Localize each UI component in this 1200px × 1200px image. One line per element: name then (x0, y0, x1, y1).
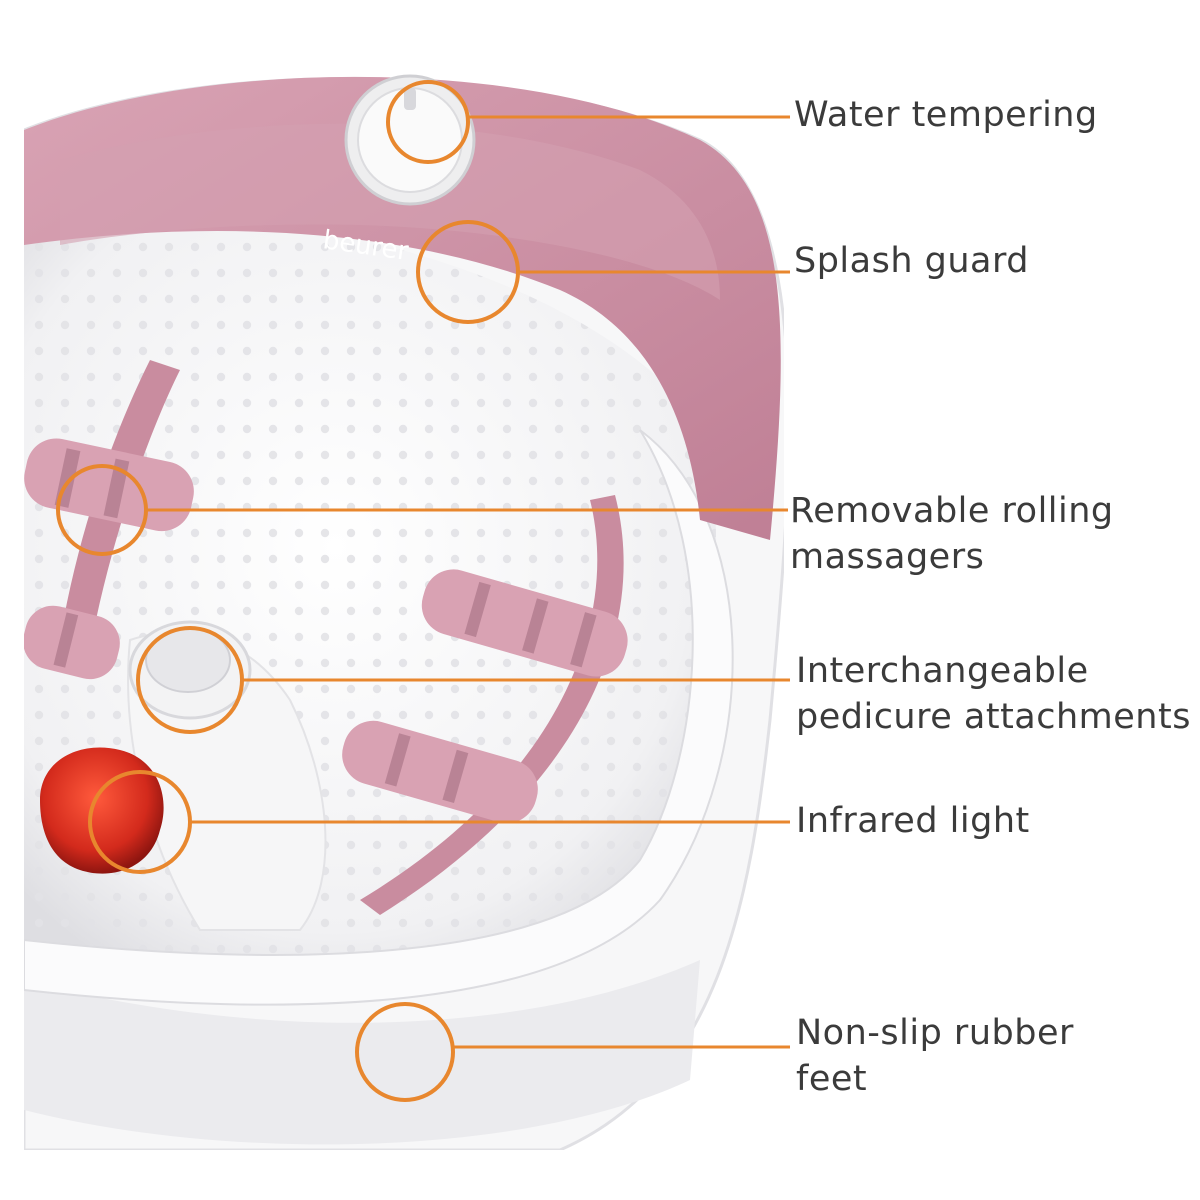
callout-leaders (146, 115, 790, 1049)
label-water-tempering: Water tempering (794, 95, 1098, 135)
basin-rim (24, 429, 734, 1006)
callout-circle-icon-infrared-light (88, 770, 192, 874)
label-rolling-massagers: Removable rolling massagers (790, 491, 1114, 577)
callout-circles (56, 80, 520, 1102)
infrared-light (40, 747, 164, 874)
massage-channel-right (360, 495, 624, 915)
callout-circle-icon-water-tempering (386, 80, 470, 164)
temperature-dial (344, 74, 476, 206)
callout-circle-icon-splash-guard (416, 220, 520, 324)
pedicure-attachment (128, 620, 252, 720)
callout-circle-icon-rubber-feet (355, 1002, 455, 1102)
callout-circle-icon-pedicure-attachments (136, 626, 244, 734)
roller-right-upper (421, 569, 628, 677)
roller-right-lower (342, 720, 538, 824)
roller-mid-left (24, 605, 120, 680)
label-infrared-light: Infrared light (796, 801, 1030, 841)
label-splash-guard: Splash guard (794, 241, 1029, 281)
callout-circle-icon-rolling-massagers (56, 464, 148, 556)
base-band (24, 960, 700, 1145)
label-pedicure-attachments: Interchangeable pedicure attachments (796, 651, 1191, 737)
label-rubber-feet: Non-slip rubber feet (796, 1013, 1074, 1099)
